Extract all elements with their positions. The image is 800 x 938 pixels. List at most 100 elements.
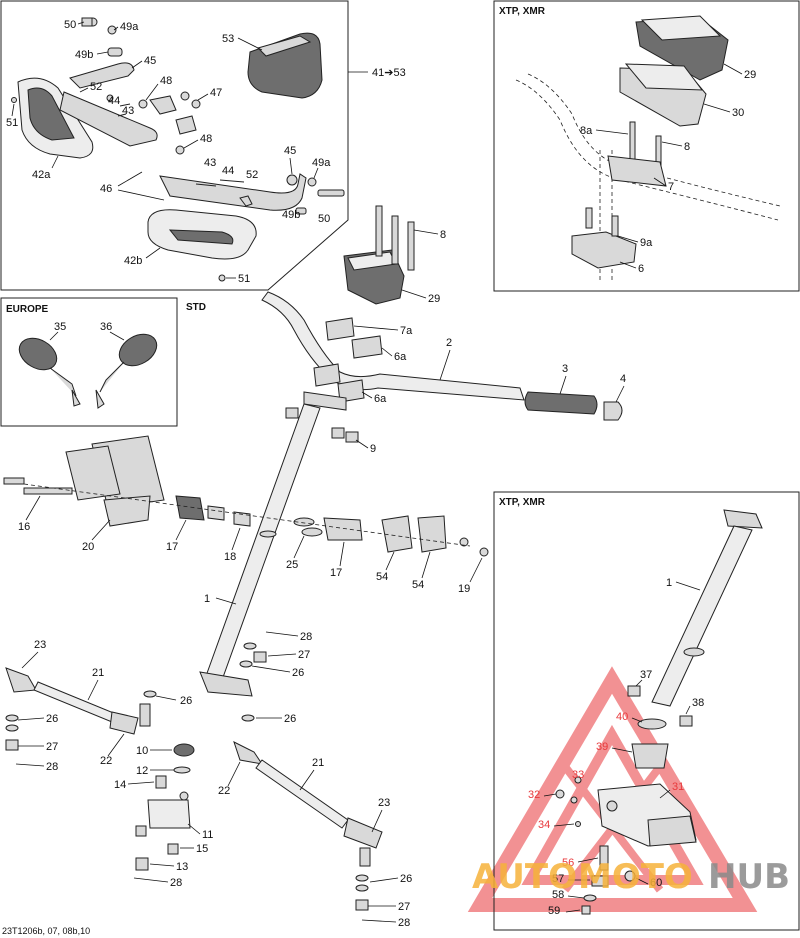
riser-6a-lower xyxy=(337,379,365,403)
callout-40: 40 xyxy=(616,711,628,723)
callout-15: 15 xyxy=(196,843,208,855)
riser-6 xyxy=(571,231,637,269)
callout-48b: 48 xyxy=(200,133,212,145)
handguard-42a xyxy=(17,77,94,159)
callout-27c: 27 xyxy=(398,901,410,913)
callout-17: 17 xyxy=(166,541,178,553)
panel-title-top-right: XTP, XMR xyxy=(499,6,546,17)
watermark-moto: MOTO xyxy=(578,857,693,897)
callout-22b: 22 xyxy=(218,785,230,797)
tie-rod-21-right xyxy=(255,759,349,829)
callout-44b: 44 xyxy=(222,165,234,177)
column-arm xyxy=(199,671,253,697)
plug-4 xyxy=(603,401,623,421)
callout-14: 14 xyxy=(114,779,126,791)
column-support-11 xyxy=(147,799,191,829)
callout-8-main: 8 xyxy=(440,229,446,241)
nut-48-upper xyxy=(138,99,148,109)
callout-28b: 28 xyxy=(46,761,58,773)
callout-51: 51 xyxy=(6,117,18,129)
callout-54b: 54 xyxy=(412,579,424,591)
bolt-head-upper xyxy=(81,17,93,27)
screw-51-upper xyxy=(11,97,17,103)
callout-54: 54 xyxy=(376,571,388,583)
callout-1-right: 1 xyxy=(666,577,672,589)
callout-26d: 26 xyxy=(46,713,58,725)
bolt-8-b xyxy=(391,215,399,265)
bearing-17b xyxy=(323,517,363,541)
callout-46: 46 xyxy=(100,183,112,195)
callout-49a-lower: 49a xyxy=(312,157,331,169)
coupler-39 xyxy=(631,743,669,769)
pad-30 xyxy=(619,63,707,127)
mirror-35 xyxy=(18,337,81,407)
callout-51b: 51 xyxy=(238,273,250,285)
callout-26: 26 xyxy=(292,667,304,679)
bolt-8-a xyxy=(375,205,383,257)
callout-6: 6 xyxy=(638,263,644,275)
callout-58: 58 xyxy=(552,889,564,901)
nut-9-c xyxy=(345,431,359,443)
handguard-bracket-lower xyxy=(159,173,307,211)
callout-43b: 43 xyxy=(204,157,216,169)
callout-50: 50 xyxy=(64,19,76,31)
callout-45: 45 xyxy=(144,55,156,67)
callout-28c: 28 xyxy=(170,877,182,889)
callout-25: 25 xyxy=(286,559,298,571)
callout-26e: 26 xyxy=(400,873,412,885)
callout-28d: 28 xyxy=(398,917,410,929)
callout-49a: 49a xyxy=(120,21,139,33)
spacer-49a-upper xyxy=(107,25,117,35)
callout-27: 27 xyxy=(298,649,310,661)
callout-23b: 23 xyxy=(378,797,390,809)
callout-35: 35 xyxy=(54,321,66,333)
callout-19: 19 xyxy=(458,583,470,595)
nut-9-b xyxy=(331,427,345,439)
clamp-7a xyxy=(325,317,355,341)
callout-49b: 49b xyxy=(75,49,93,61)
callout-18: 18 xyxy=(224,551,236,563)
callout-3: 3 xyxy=(562,363,568,375)
callout-26c: 26 xyxy=(284,713,296,725)
power-steering-panel: XTP, XMR 1 37 38 40 39 33 xyxy=(493,491,800,931)
callout-9a: 9a xyxy=(640,237,653,249)
plate-54a xyxy=(381,515,413,553)
callout-9: 9 xyxy=(370,443,376,455)
callout-60: 60 xyxy=(650,877,662,889)
handguard-42b xyxy=(147,209,257,260)
callout-59: 59 xyxy=(548,905,560,917)
callout-34: 34 xyxy=(538,819,550,831)
handguard-bracket-upper xyxy=(59,91,158,147)
callout-53: 53 xyxy=(222,33,234,45)
callout-22: 22 xyxy=(100,755,112,767)
panel-title-bottom-right: XTP, XMR xyxy=(499,497,546,508)
callout-20: 20 xyxy=(82,541,94,553)
callout-17b: 17 xyxy=(330,567,342,579)
callout-47: 47 xyxy=(210,87,222,99)
pad-29 xyxy=(635,15,729,81)
callout-52: 52 xyxy=(90,81,102,93)
callout-42a: 42a xyxy=(32,169,51,181)
watermark-hub: HUB xyxy=(708,857,790,897)
callout-42b: 42b xyxy=(124,255,142,267)
nut-57 xyxy=(591,875,609,887)
main-assembly: 2 3 4 8 29 7a 6a 6a 9 16 20 17 18 25 17 … xyxy=(3,205,626,929)
callout-38: 38 xyxy=(692,697,704,709)
callout-7: 7 xyxy=(668,181,674,193)
callout-44: 44 xyxy=(108,95,120,107)
callout-49b-lower: 49b xyxy=(282,209,300,221)
callout-52b: 52 xyxy=(246,169,258,181)
nut-19 xyxy=(479,547,489,557)
callout-50b: 50 xyxy=(318,213,330,225)
callout-48: 48 xyxy=(160,75,172,87)
riser-6a-upper xyxy=(351,335,383,359)
mirror-36 xyxy=(95,333,158,409)
callout-21b: 21 xyxy=(312,757,324,769)
callout-36: 36 xyxy=(100,321,112,333)
handguard-panel: 41➔53 xyxy=(0,0,406,291)
callout-7a: 7a xyxy=(400,325,413,337)
callout-21: 21 xyxy=(92,667,104,679)
callout-6a-lower: 6a xyxy=(374,393,387,405)
range-ref-label: 41➔53 xyxy=(372,67,406,79)
